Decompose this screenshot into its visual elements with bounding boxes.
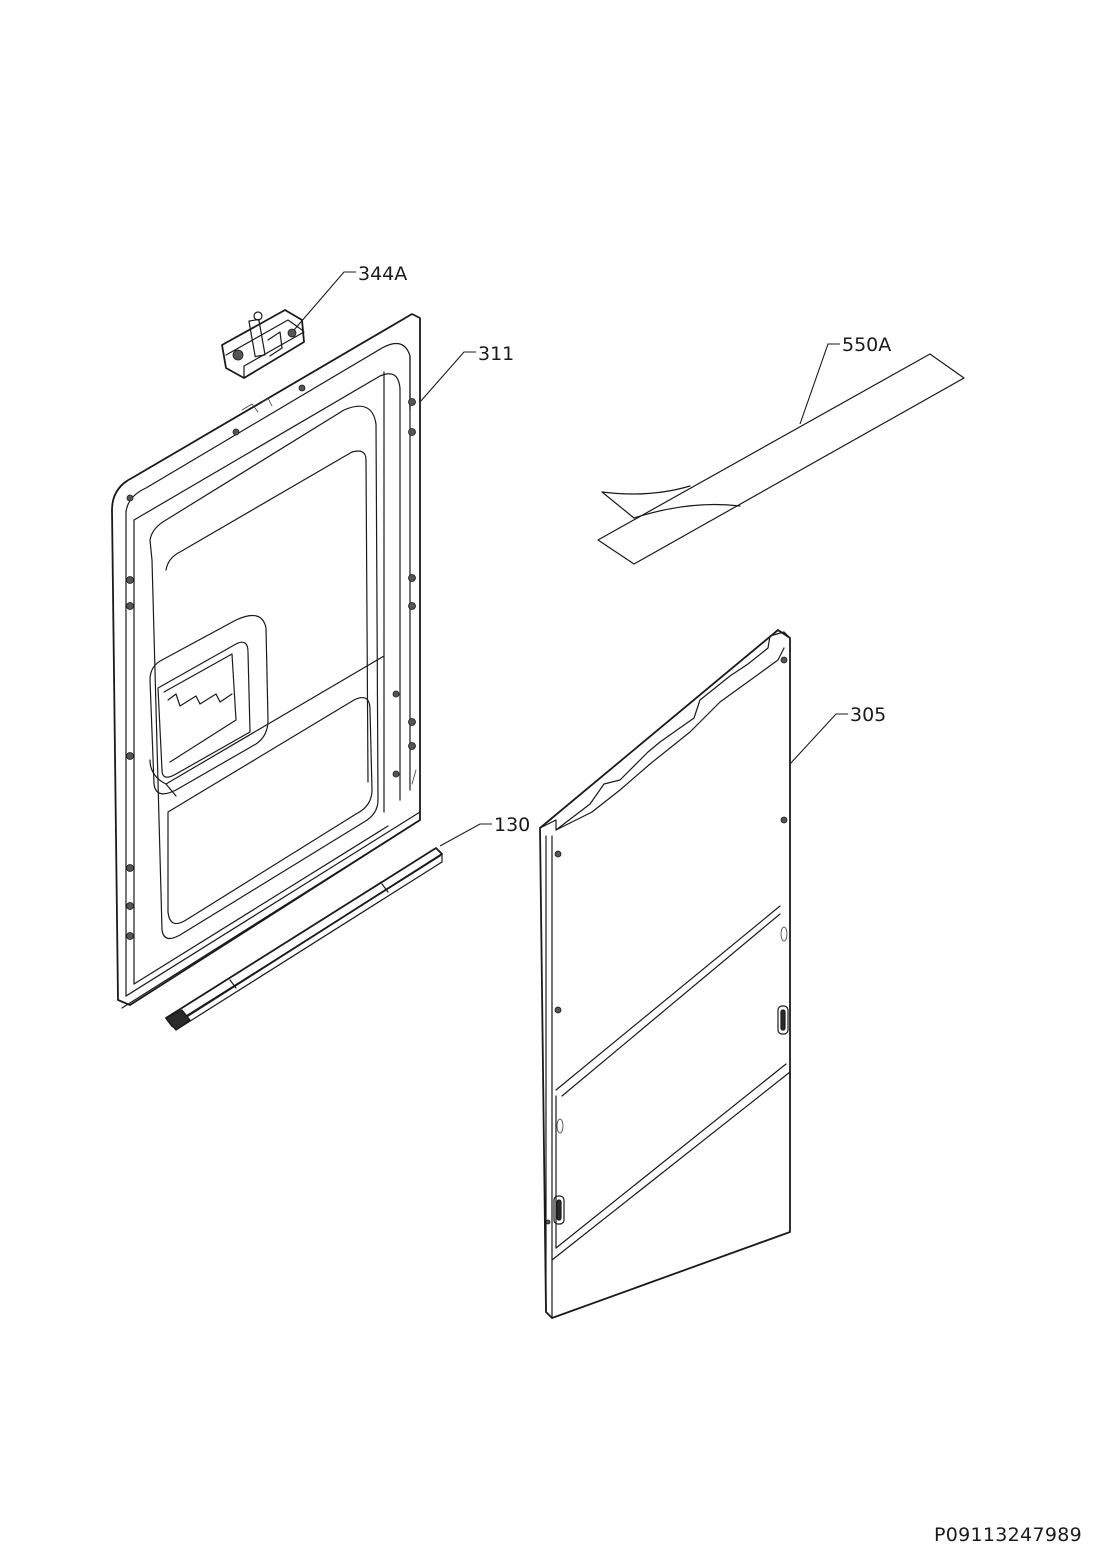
part-344a-bracket — [221, 309, 305, 379]
leader-311 — [419, 351, 476, 403]
leader-130 — [439, 823, 492, 847]
part-311-inner-door-panel — [111, 313, 421, 1009]
callout-311: 311 — [478, 343, 514, 365]
callout-305: 305 — [850, 704, 886, 726]
callout-labels: 344A 311 550A 305 130 — [358, 263, 891, 836]
leader-550a — [799, 343, 840, 425]
document-code: P09113247989 — [933, 1524, 1082, 1546]
part-550a-tape — [597, 353, 965, 565]
callout-344a: 344A — [358, 263, 407, 285]
part-305-outer-door-panel — [539, 629, 791, 1319]
callout-130: 130 — [494, 814, 530, 836]
callout-550a: 550A — [842, 334, 891, 356]
part-130-seal-strip — [165, 847, 443, 1031]
leader-305 — [789, 713, 848, 765]
leader-344a — [293, 271, 356, 331]
leader-lines — [293, 271, 848, 847]
